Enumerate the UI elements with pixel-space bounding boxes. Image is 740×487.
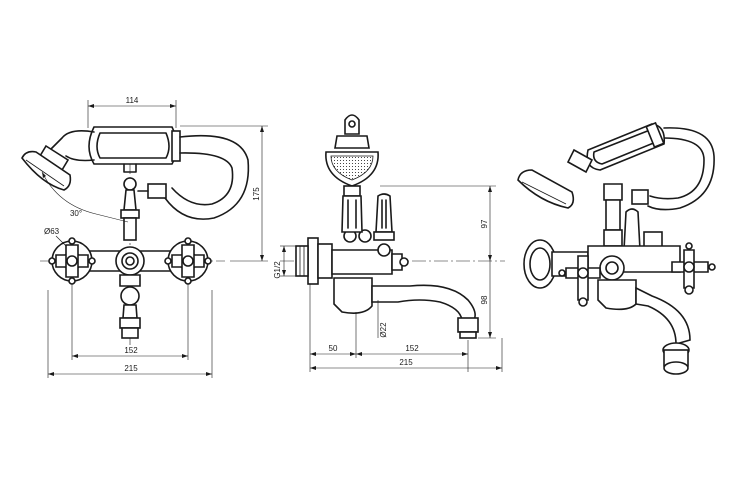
perspective-left-tap (558, 255, 601, 307)
perspective-right-tap (671, 242, 716, 295)
perspective-hose (647, 127, 715, 211)
side-shower-head (325, 114, 379, 197)
dim-text-215-front: 215 (124, 364, 138, 373)
dim-text-215-side: 215 (399, 358, 413, 367)
perspective-spout (597, 279, 691, 375)
front-left-tap (48, 237, 96, 285)
side-wall-flange (307, 237, 319, 285)
front-handset (49, 126, 181, 165)
front-right-tap (164, 237, 212, 285)
dim-text-diameter-63: Ø63 (44, 227, 60, 236)
dim-text-114: 114 (126, 96, 139, 105)
side-view: 97 98 G1/2 Ø22 50 152 215 (273, 114, 505, 372)
dim-text-thread: G1/2 (273, 261, 282, 279)
dim-text-152-side: 152 (405, 344, 419, 353)
side-tap-handle (373, 193, 409, 271)
front-hose-connector (147, 183, 167, 199)
side-spout (333, 277, 479, 339)
dim-text-175: 175 (252, 187, 261, 201)
dim-text-98: 98 (480, 295, 489, 304)
perspective-view (517, 121, 716, 375)
front-view: 114 175 30° Ø63 152 215 (21, 96, 268, 378)
front-shower-head (21, 144, 72, 191)
dim-text-diameter-22: Ø22 (379, 322, 388, 338)
dim-text-97: 97 (480, 219, 489, 228)
front-hose (157, 134, 250, 220)
dim-text-50: 50 (329, 344, 338, 353)
dim-text-152-front: 152 (124, 346, 138, 355)
dim-text-angle: 30° (70, 209, 82, 218)
